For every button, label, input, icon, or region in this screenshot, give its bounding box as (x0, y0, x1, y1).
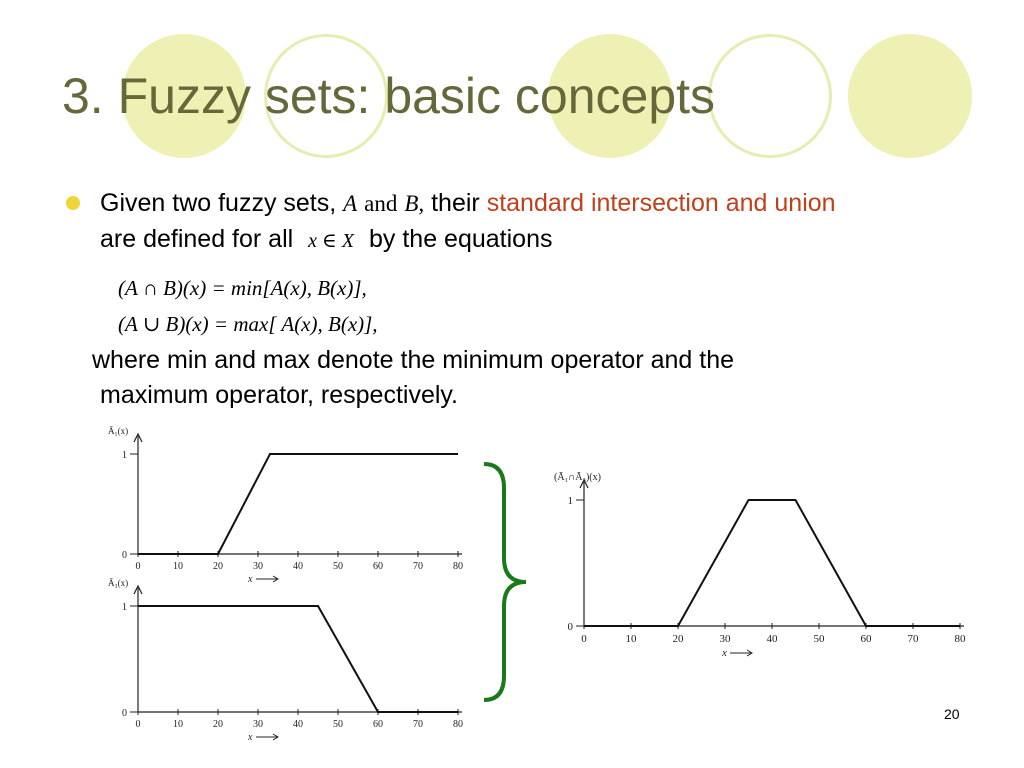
x-tick-label: 80 (955, 633, 967, 645)
decorative-circle (848, 34, 972, 158)
x-tick-label: 50 (814, 633, 826, 645)
x-tick-label: 30 (253, 719, 263, 730)
x-tick-label: 60 (373, 719, 383, 730)
bullet-dot (66, 196, 80, 210)
x-tick-label: 20 (673, 633, 685, 645)
x-tick-label: 80 (453, 719, 463, 730)
green-brace (483, 462, 527, 702)
y-tick-label: 0 (122, 550, 127, 561)
x-label-arrowhead (272, 733, 279, 741)
y-tick-label: 1 (568, 495, 574, 507)
y-tick-label: 0 (568, 621, 574, 633)
text-span: Given two fuzzy sets, (100, 189, 337, 217)
chart-a1: 0 10 20 30 40 50 60 70 80 0 1 Ā₁(x) x (108, 426, 463, 585)
y-axis-arrow (133, 432, 143, 443)
y-tick-label: 1 (122, 602, 127, 613)
x-label-arrowhead (746, 649, 753, 657)
x-label-arrowhead (272, 575, 279, 583)
x-tick-label: 0 (581, 633, 587, 645)
y-axis-arrow (579, 478, 589, 489)
text-span: their (431, 189, 480, 217)
text-span: are defined for all (100, 225, 294, 253)
x-tick-label: 40 (293, 561, 303, 572)
equation-intersection: (A ∩ B)(x) = min[A(x), B(x)], (118, 276, 367, 300)
y-axis-label: Ā₁(x) (108, 426, 128, 436)
x-tick-label: 10 (173, 561, 183, 572)
slide-title: 3. Fuzzy sets: basic concepts (62, 68, 716, 124)
x-tick-label: 50 (333, 719, 343, 730)
text-line-1: Given two fuzzy sets, A and B, their sta… (100, 188, 836, 219)
x-tick-label: 0 (136, 719, 141, 730)
x-tick-label: 70 (413, 719, 423, 730)
y-axis-label: Ā₃(x) (108, 578, 128, 588)
text-line-2: are defined for all x ∈ X by the equatio… (100, 224, 552, 256)
series-line (138, 453, 458, 555)
set-a-symbol: A (343, 191, 358, 216)
x-tick-label: 10 (173, 719, 183, 730)
chart-intersection: 0 10 20 30 40 50 60 70 80 0 1 (Ā₁∩Ā₃)(x) x (554, 472, 967, 659)
x-tick-label: 10 (626, 633, 638, 645)
y-tick-label: 1 (122, 450, 127, 461)
highlighted-text: standard intersection and union (486, 189, 836, 217)
x-tick-label: 30 (253, 561, 263, 572)
text-span: by the equations (369, 225, 553, 253)
x-tick-label: 20 (213, 719, 223, 730)
x-tick-label: 0 (136, 561, 141, 572)
x-tick-label: 30 (720, 633, 732, 645)
decorative-circle (548, 34, 672, 158)
set-b-symbol: B, (404, 191, 425, 216)
x-tick-label: 70 (908, 633, 920, 645)
x-axis-label: x (247, 574, 253, 585)
x-tick-label: 70 (413, 561, 423, 572)
text-line-3: where min and max denote the minimum ope… (92, 346, 735, 374)
x-axis-label: x (247, 732, 253, 743)
decorative-circle (708, 34, 832, 158)
y-axis-label: (Ā₁∩Ā₃)(x) (554, 472, 601, 483)
x-in-x-math: x ∈ X (308, 230, 355, 252)
x-tick-label: 60 (861, 633, 873, 645)
x-tick-label: 40 (767, 633, 779, 645)
x-axis-label: x (721, 647, 727, 659)
x-tick-label: 50 (333, 561, 343, 572)
text-line-4: maximum operator, respectively. (100, 381, 458, 409)
decorative-circle (122, 34, 246, 158)
and-word: and (364, 191, 398, 216)
series-line (138, 605, 458, 713)
x-tick-label: 60 (373, 561, 383, 572)
equation-union: (A ∪ B)(x) = max[ A(x), B(x)], (118, 312, 378, 336)
x-tick-label: 20 (213, 561, 223, 572)
series-line (584, 499, 960, 627)
x-tick-label: 80 (453, 561, 463, 572)
page-number: 20 (944, 706, 960, 722)
x-tick-label: 40 (293, 719, 303, 730)
y-axis-arrow (133, 584, 143, 595)
decorative-circle (264, 34, 388, 158)
chart-a3: 0 10 20 30 40 50 60 70 80 0 1 Ā₃(x) x (108, 578, 463, 743)
y-tick-label: 0 (122, 708, 127, 719)
